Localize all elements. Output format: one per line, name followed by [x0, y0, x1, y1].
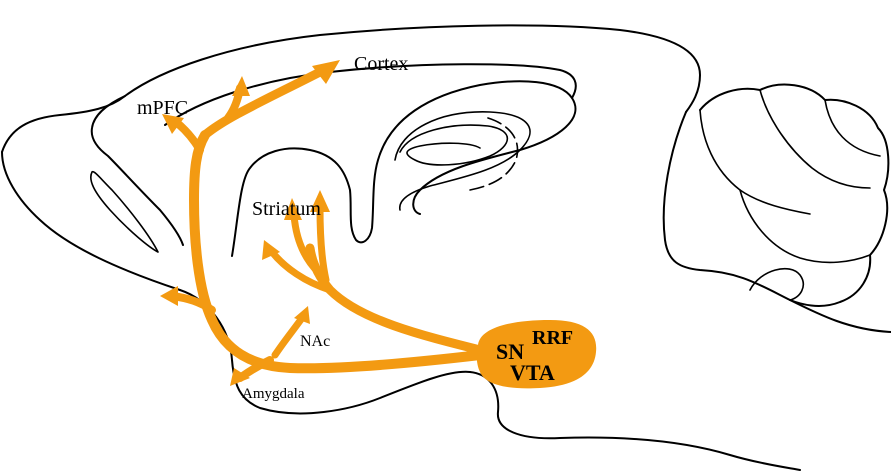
- branch-striatum-2: [294, 215, 318, 272]
- label-cortex: Cortex: [354, 53, 408, 75]
- label-amygdala: Amygdala: [242, 386, 305, 402]
- brainstem-contour: [180, 290, 470, 413]
- brain-outer-contour: [2, 25, 700, 152]
- striatum-contour: [232, 81, 575, 256]
- arrowhead-cortex-up: [232, 76, 250, 96]
- branch-mpfc: [176, 122, 200, 150]
- brain-outline: [2, 25, 891, 470]
- cerebellum-contour: [700, 85, 888, 306]
- dopamine-pathways: [160, 60, 596, 388]
- branch-cortex: [205, 72, 320, 135]
- cerebellum-fold-1: [700, 110, 810, 214]
- cerebellum-fold-3: [825, 100, 880, 156]
- arrowhead-left: [160, 286, 178, 306]
- branch-nac: [275, 318, 302, 355]
- olfactory-inner-loop: [91, 172, 158, 252]
- label-nac: NAc: [300, 333, 330, 350]
- label-vta: VTA: [510, 360, 555, 385]
- mesocortical-trunk: [194, 135, 480, 368]
- nigrostriatal-trunk: [310, 248, 480, 350]
- label-mpfc: mPFC: [137, 97, 188, 119]
- label-rrf: RRF: [532, 327, 573, 349]
- hippocampus-inner: [400, 125, 507, 165]
- label-striatum: Striatum: [252, 198, 321, 220]
- branch-striatum-3: [320, 208, 326, 280]
